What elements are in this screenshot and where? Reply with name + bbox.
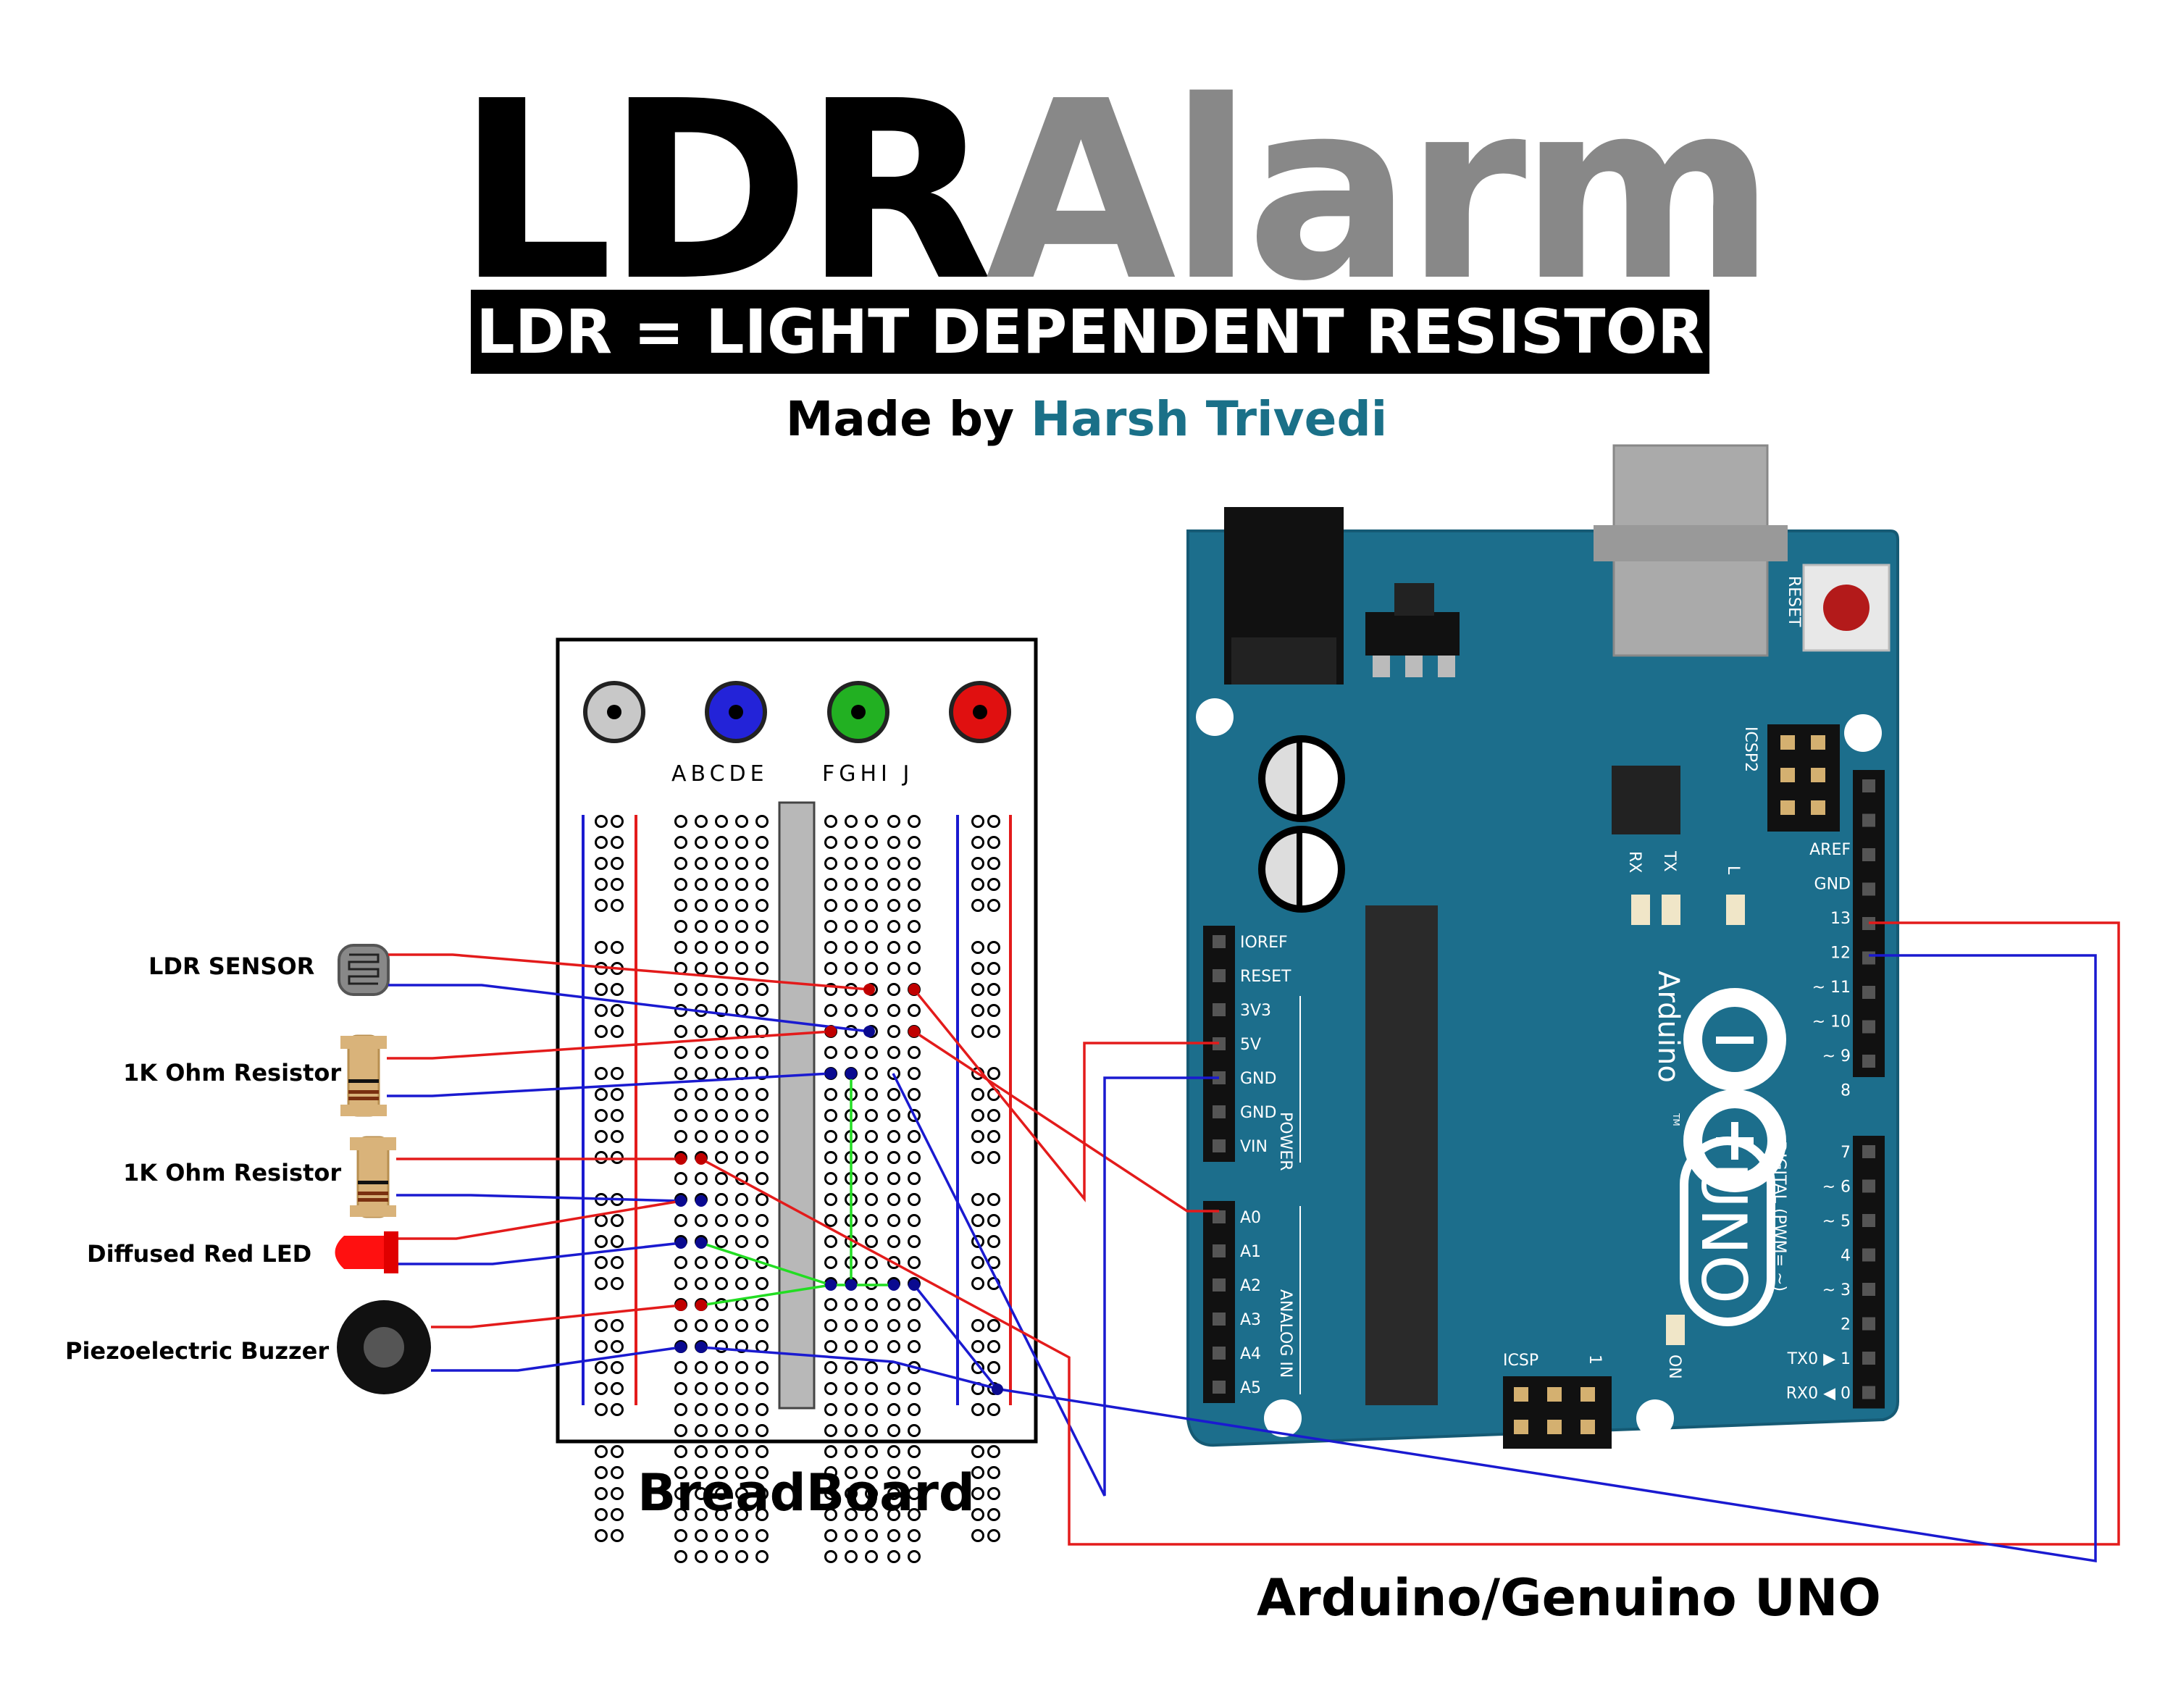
digital-pin-label: 12 [1830, 945, 1851, 963]
subtitle-banner: LDR = LIGHT DEPENDENT RESISTOR [471, 290, 1709, 374]
title-part-ldr: LDR [456, 49, 993, 335]
page-title: LDRAlarm [456, 69, 1776, 315]
digital-pin-label: 7 [1841, 1144, 1851, 1162]
wires [387, 921, 2120, 1563]
digital-pin-label: ~ 10 [1812, 1013, 1851, 1031]
arduino-brand-text: Arduino [1651, 971, 1685, 1083]
digital-header-low [1853, 1136, 1885, 1409]
analog-pin-label: A1 [1240, 1243, 1261, 1261]
analog-section-label: ANALOG IN [1276, 1289, 1294, 1378]
reset-label: RESET [1785, 576, 1803, 627]
icsp-pin1-label: 1 [1586, 1355, 1604, 1365]
power-pin-label: GND [1240, 1070, 1276, 1088]
digital-pin-label: RX0 ◀ 0 [1786, 1385, 1851, 1403]
terminal-posts [583, 681, 1011, 743]
voltage-regulator [1365, 612, 1460, 656]
analog-pin-label: A2 [1240, 1277, 1261, 1295]
red-led [335, 1231, 398, 1273]
digital-pin-label: 2 [1841, 1316, 1851, 1334]
arduino-label: Arduino/Genuino UNO [1257, 1568, 1881, 1628]
analog-pin-label: A4 [1240, 1345, 1261, 1363]
digital-pin-label: TX0 ▶ 1 [1787, 1350, 1851, 1368]
credit-prefix: Made by [785, 391, 1031, 447]
digital-pin-label: ~ 3 [1822, 1281, 1851, 1299]
resistor-2 [350, 1136, 396, 1218]
icsp-header [1503, 1376, 1612, 1449]
author-name: Harsh Trivedi [1031, 391, 1388, 447]
icsp2-label: ICSP2 [1741, 727, 1759, 772]
icsp2-header [1767, 724, 1840, 832]
digital-pin-label: 8 [1841, 1082, 1851, 1100]
arduino-board: RESET ICSP2 ICSP 1 RX TX L ON Arduino TM… [1186, 444, 1899, 1449]
breadboard-label: BreadBoard [637, 1463, 976, 1523]
icsp-label: ICSP [1503, 1352, 1538, 1370]
label-resistor-2: 1K Ohm Resistor [123, 1159, 342, 1186]
piezo-buzzer [337, 1300, 431, 1394]
power-pin-label: GND [1240, 1104, 1276, 1122]
digital-section-label: DIGITAL (PWM= ~) [1770, 1141, 1788, 1292]
uno-outline [1680, 1136, 1775, 1326]
uno-text: UNO [1687, 1163, 1759, 1304]
capacitor [1258, 826, 1345, 913]
analog-pin-label: A5 [1240, 1379, 1261, 1397]
power-pin-label: VIN [1240, 1138, 1268, 1156]
digital-pin-label: GND [1814, 876, 1851, 894]
power-pin-label: 3V3 [1240, 1002, 1271, 1020]
power-pin-label: IOREF [1240, 934, 1288, 952]
analog-header [1203, 1201, 1235, 1403]
digital-pin-label: ~ 5 [1822, 1213, 1851, 1231]
label-ldr-sensor: LDR SENSOR [148, 953, 315, 980]
label-red-led: Diffused Red LED [87, 1240, 312, 1268]
label-buzzer: Piezoelectric Buzzer [65, 1337, 330, 1365]
trademark-text: TM [1671, 1113, 1681, 1126]
l-label: L [1724, 866, 1742, 875]
resistor-1 [340, 1034, 387, 1117]
digital-pin-label: 13 [1830, 910, 1851, 928]
rx-label: RX [1625, 851, 1644, 873]
ldr-sensor [338, 944, 390, 996]
breadboard-holes [595, 815, 1000, 1563]
digital-pin-label: ~ 9 [1822, 1047, 1851, 1066]
analog-pin-label: A3 [1240, 1311, 1261, 1329]
power-pin-label: 5V [1240, 1036, 1261, 1054]
title-part-alarm: Alarm [985, 49, 1776, 335]
microcontroller-chip [1365, 905, 1438, 1405]
credit-line: Made by Harsh Trivedi [0, 391, 2173, 447]
analog-pin-label: A0 [1240, 1209, 1261, 1227]
power-section-label: POWER [1276, 1112, 1294, 1171]
digital-pin-label: ~ 11 [1812, 979, 1851, 997]
digital-pin-label: 4 [1841, 1247, 1851, 1265]
column-letters-left: ABCDE [671, 761, 769, 787]
center-channel [778, 801, 816, 1410]
column-letters-right: FGHI J [822, 761, 913, 787]
usb-chip [1612, 766, 1680, 834]
capacitor [1258, 735, 1345, 822]
digital-pin-label: ~ 6 [1822, 1179, 1851, 1197]
tx-label: TX [1660, 850, 1678, 872]
label-resistor-1: 1K Ohm Resistor [123, 1059, 342, 1087]
power-pin-label: RESET [1240, 968, 1291, 986]
digital-pin-label: AREF [1809, 841, 1851, 859]
on-label: ON [1665, 1355, 1683, 1379]
breadboard: ABCDE FGHI J [556, 637, 1038, 1563]
